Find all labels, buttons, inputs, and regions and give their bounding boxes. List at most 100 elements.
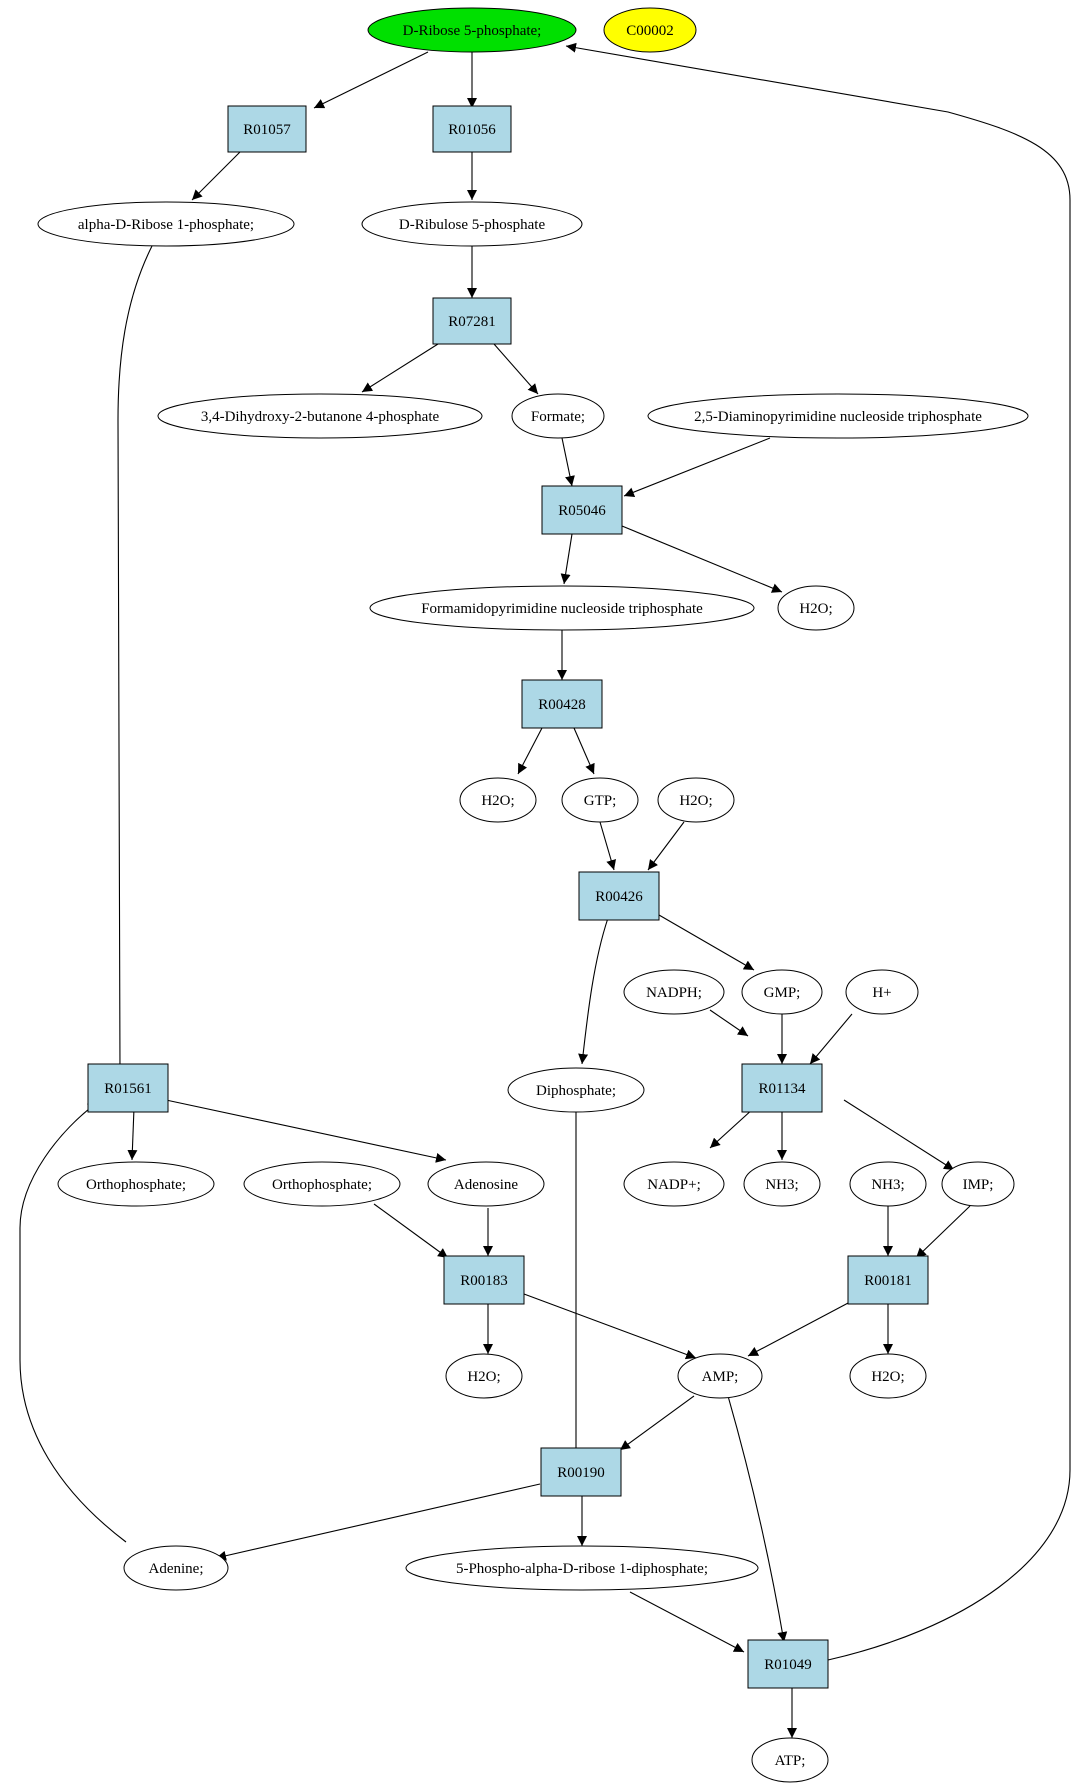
edge [560,533,573,585]
edge [523,1293,697,1360]
node-label: GTP; [584,793,617,809]
node-label: alpha-D-Ribose 1-phosphate; [78,217,254,233]
node-imp: IMP; [941,1161,1015,1207]
reaction-r00183: R00183 [443,1255,525,1305]
node-label: Orthophosphate; [272,1177,372,1193]
edge [127,1107,138,1161]
reaction-r00181: R00181 [847,1255,929,1305]
node-label: 5-Phospho-alpha-D-ribose 1-diphosphate; [456,1561,708,1577]
reaction-label: R01049 [764,1657,812,1673]
edges [19,42,1071,1738]
node-formamidopyrimidine-nts: Formamidopyrimidine nucleoside triphosph… [369,585,755,631]
nodes: D-Ribose 5-phosphate; C00002 R01057 R010… [37,7,1029,1783]
reaction-label: R01134 [759,1081,806,1097]
node-h2o: H2O; [777,585,855,631]
node-atp: ATP; [751,1737,829,1783]
node-adenosine: Adenosine [427,1161,545,1207]
node-alpha-d-ribose-1-phosphate: alpha-D-Ribose 1-phosphate; [37,201,295,247]
node-h2o: H2O; [459,777,537,823]
edge [599,821,616,871]
edge [114,245,153,1075]
reaction-r01049: R01049 [747,1639,829,1689]
node-amp: AMP; [677,1353,763,1399]
reaction-r05046: R05046 [541,485,623,535]
edge [747,1301,851,1357]
reaction-label: R05046 [558,503,606,519]
node-label: NADPH; [646,985,702,1001]
node-nadph: NADPH; [623,969,725,1015]
node-formate: Formate; [511,393,605,439]
edge [809,1013,853,1065]
node-nadp-plus: NADP+; [623,1161,725,1207]
node-label: Formate; [531,409,585,425]
node-label: H2O; [481,793,514,809]
node-nh3: NH3; [849,1161,927,1207]
edge [565,42,1071,1661]
node-c00002: C00002 [603,7,697,53]
node-label: Formamidopyrimidine nucleoside triphosph… [421,601,703,617]
node-adenine: Adenine; [123,1545,229,1591]
reaction-label: R01056 [448,122,496,138]
node-label: ATP; [775,1753,806,1769]
edge [215,1483,541,1561]
node-label: Adenosine [454,1177,518,1193]
node-label: Diphosphate; [536,1083,616,1099]
edge [621,525,783,593]
reaction-r01561: R01561 [87,1063,169,1113]
node-nh3: NH3; [743,1161,821,1207]
node-label: 3,4-Dihydroxy-2-butanone 4-phosphate [201,409,440,425]
edge [727,1395,788,1643]
reaction-r01134: R01134 [741,1063,823,1113]
edge [843,1099,955,1171]
reaction-r01057: R01057 [227,105,307,153]
node-diaminopyrimidine-nts: 2,5-Diaminopyrimidine nucleoside triphos… [647,393,1029,439]
node-gmp: GMP; [741,969,823,1015]
reaction-r00428: R00428 [521,679,603,729]
reaction-label: R00190 [557,1465,605,1481]
reaction-label: R01057 [243,122,291,138]
reaction-r01056: R01056 [432,105,512,153]
edge [709,1107,755,1149]
node-label: C00002 [626,23,674,39]
edge [647,821,685,871]
node-label: H2O; [679,793,712,809]
edge [629,1591,745,1653]
node-gtp: GTP; [561,777,639,823]
node-h2o: H2O; [849,1353,927,1399]
reaction-r00190: R00190 [540,1447,622,1497]
edge [573,727,595,775]
reaction-r07281: R07281 [432,297,512,345]
node-label: H2O; [871,1369,904,1385]
node-orthophosphate: Orthophosphate; [243,1161,401,1207]
node-label: NH3; [871,1177,904,1193]
reaction-label: R00426 [595,889,643,905]
node-label: AMP; [702,1369,739,1385]
node-label: Adenine; [149,1561,204,1577]
reaction-r00426: R00426 [578,871,660,921]
node-dihydroxy-butanone-phosphate: 3,4-Dihydroxy-2-butanone 4-phosphate [157,393,483,439]
edge [493,343,539,395]
edge [19,1101,127,1543]
edge [623,437,771,497]
reaction-label: R00428 [538,697,586,713]
reaction-label: R00183 [460,1273,508,1289]
node-label: NADP+; [647,1177,700,1193]
edge [561,437,575,487]
node-label: GMP; [764,985,801,1001]
edge [165,1099,447,1163]
edge [373,1203,449,1259]
node-label: Orthophosphate; [86,1177,186,1193]
node-label: D-Ribulose 5-phosphate [399,217,546,233]
node-h-plus: H+ [845,969,919,1015]
reaction-label: R00181 [864,1273,912,1289]
node-label: H+ [872,985,891,1001]
node-h2o: H2O; [657,777,735,823]
reaction-label: R07281 [448,314,496,330]
edge [191,151,241,201]
node-label: H2O; [467,1369,500,1385]
edge [915,1205,971,1259]
node-label: H2O; [799,601,832,617]
reaction-label: R01561 [104,1081,152,1097]
edge [578,917,609,1065]
